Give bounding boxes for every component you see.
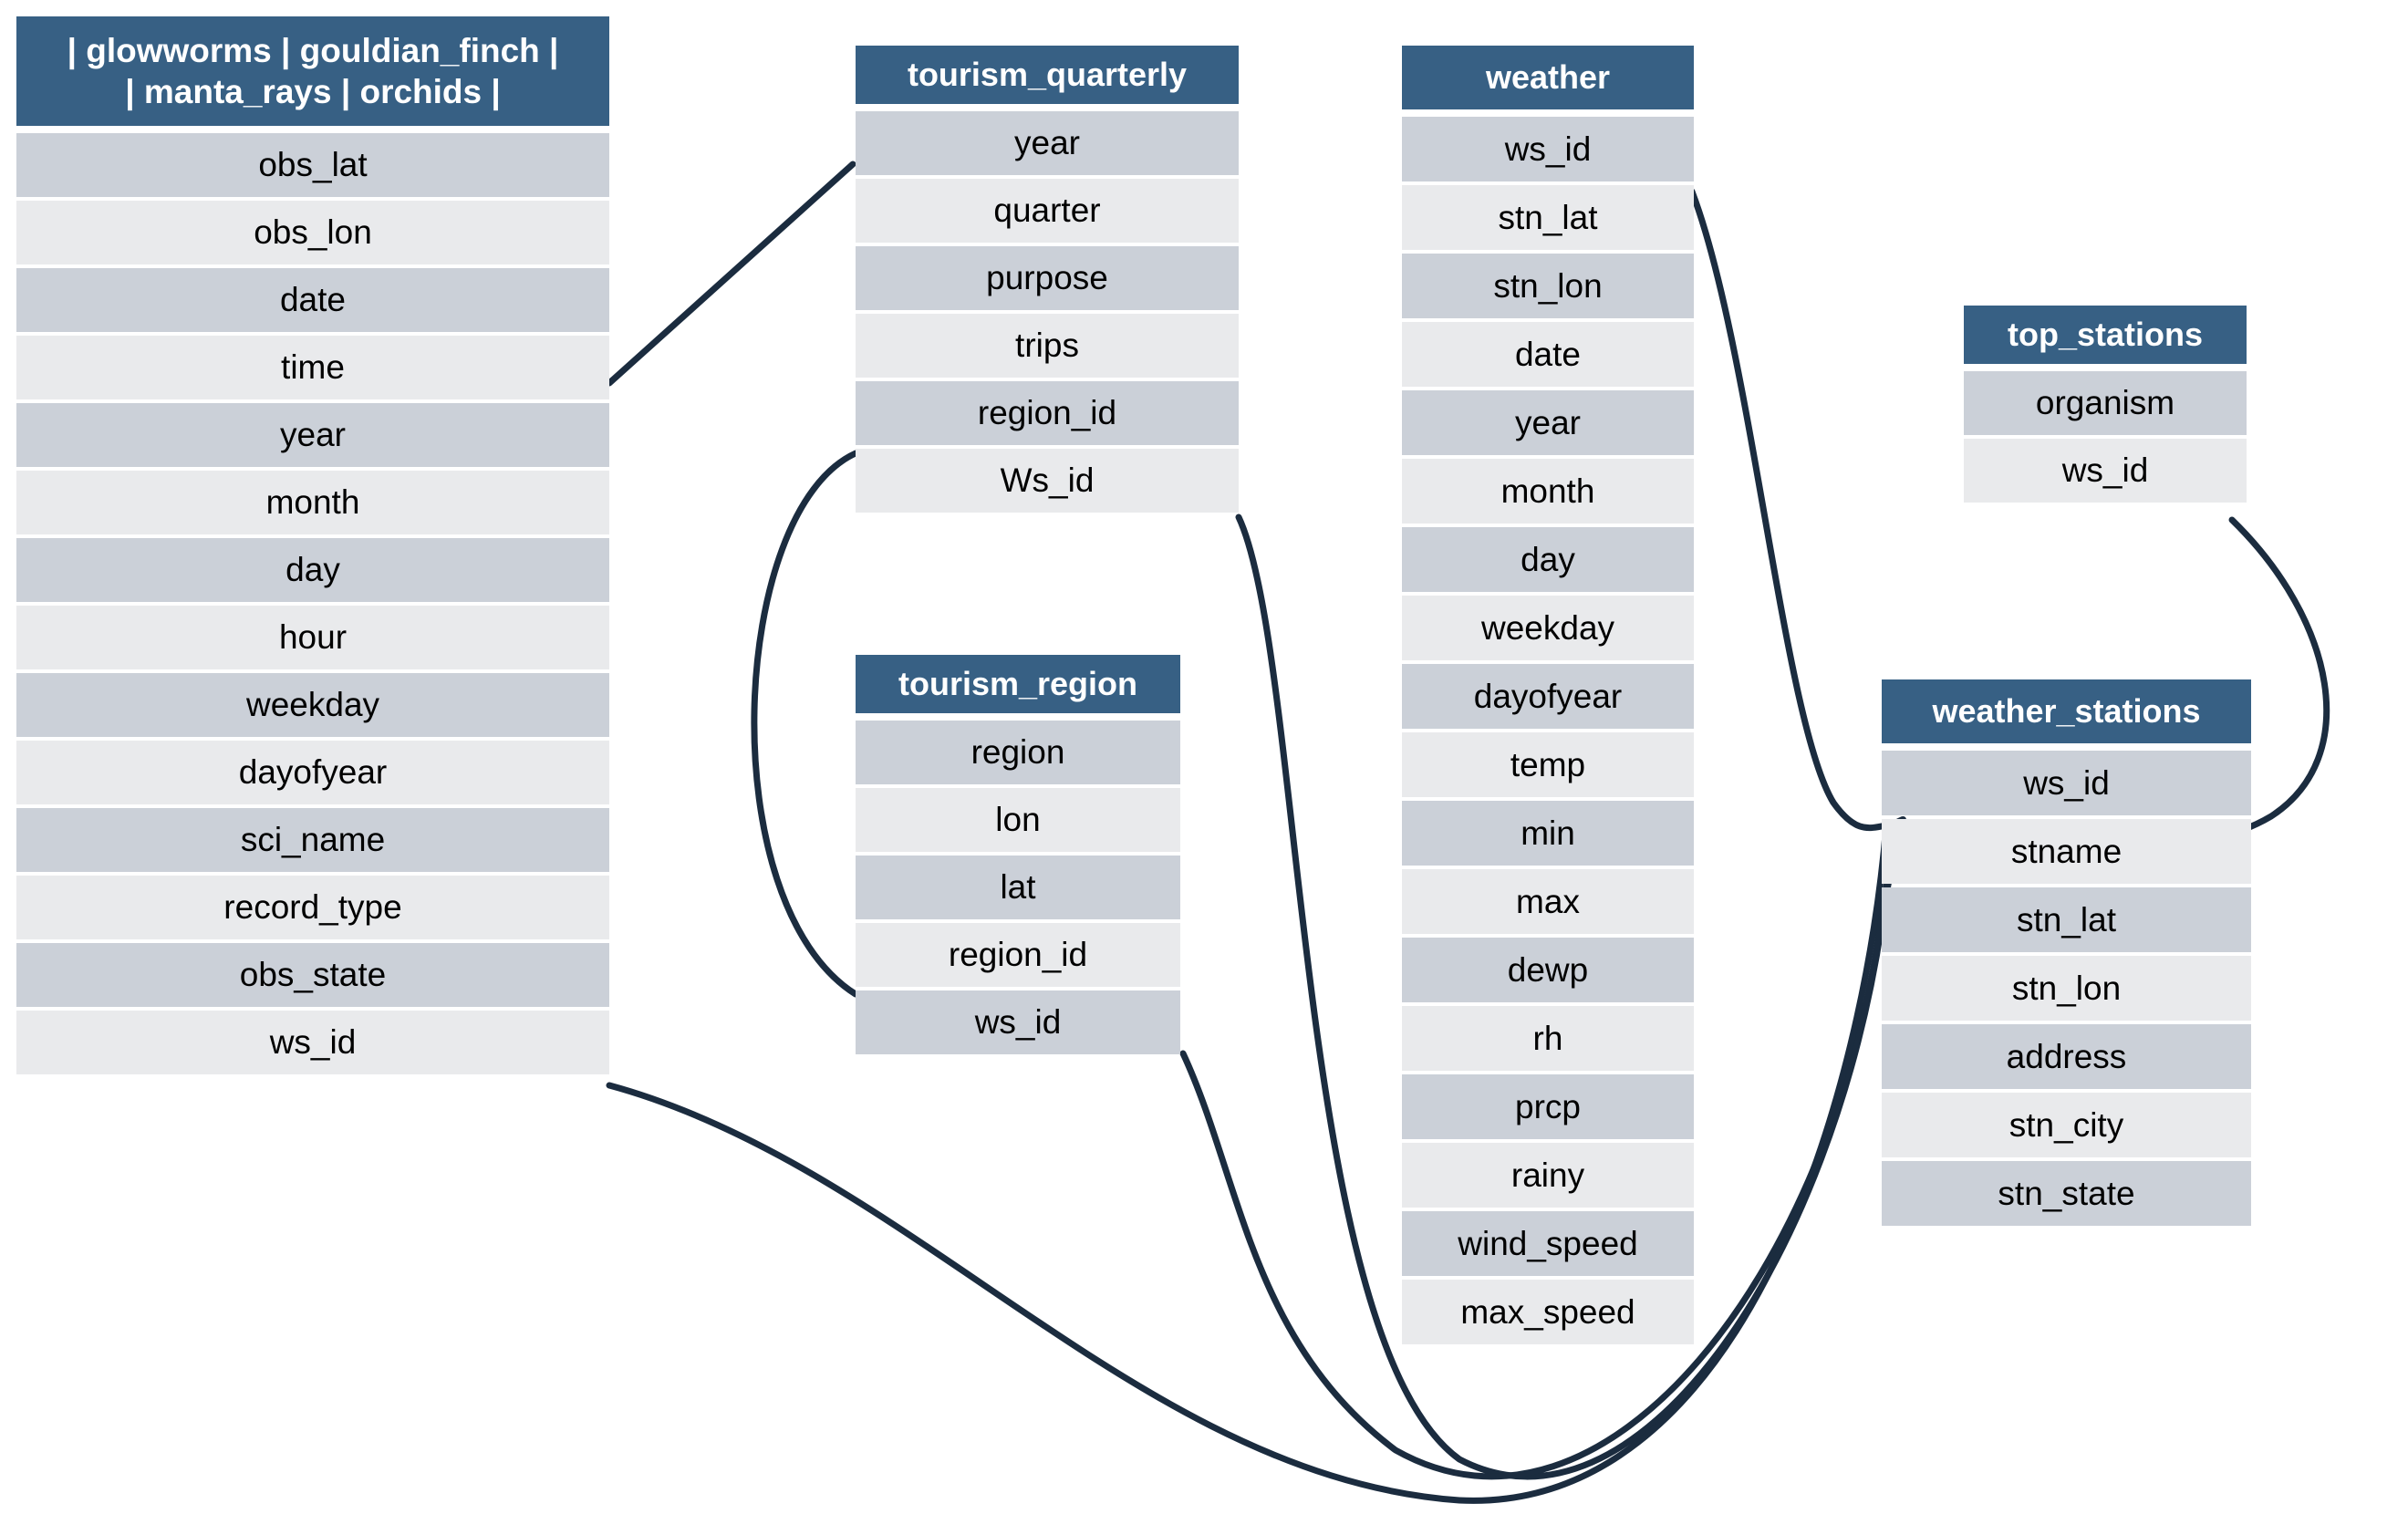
field-row[interactable]: day — [1402, 527, 1694, 592]
field-row[interactable]: obs_state — [16, 943, 609, 1007]
field-row[interactable]: date — [1402, 322, 1694, 387]
field-row[interactable]: organism — [1964, 371, 2247, 435]
table-weather[interactable]: weather ws_id stn_lat stn_lon date year … — [1402, 46, 1694, 1344]
field-row[interactable]: day — [16, 538, 609, 602]
link-organisms-wsid-to-weather-stations — [606, 822, 1890, 1504]
field-row[interactable]: rainy — [1402, 1143, 1694, 1208]
table-organisms[interactable]: | glowworms | gouldian_finch | | manta_r… — [16, 16, 609, 1074]
header-spacer — [1402, 109, 1694, 117]
table-organisms-title-line1: | glowworms | gouldian_finch | — [67, 31, 559, 69]
table-organisms-header: | glowworms | gouldian_finch | | manta_r… — [16, 16, 609, 126]
table-tourism-quarterly-title: tourism_quarterly — [907, 56, 1188, 94]
field-row[interactable]: stn_state — [1882, 1161, 2251, 1226]
field-row[interactable]: time — [16, 336, 609, 399]
table-top-stations-header: top_stations — [1964, 306, 2247, 364]
table-weather-title: weather — [1485, 58, 1611, 97]
field-row[interactable]: trips — [856, 314, 1239, 378]
field-row[interactable]: region_id — [856, 923, 1180, 987]
field-row[interactable]: date — [16, 268, 609, 332]
field-row[interactable]: min — [1402, 801, 1694, 866]
header-spacer — [16, 126, 609, 133]
table-tourism-region-header: tourism_region — [856, 655, 1180, 713]
field-row[interactable]: year — [856, 111, 1239, 175]
field-row[interactable]: stn_lon — [1882, 956, 2251, 1021]
field-row[interactable]: ws_id — [1402, 117, 1694, 181]
table-tourism-quarterly-header: tourism_quarterly — [856, 46, 1239, 104]
field-row[interactable]: prcp — [1402, 1074, 1694, 1139]
field-row[interactable]: max_speed — [1402, 1280, 1694, 1344]
table-weather-stations-fields: ws_id stname stn_lat stn_lon address stn… — [1882, 751, 2251, 1226]
table-weather-fields: ws_id stn_lat stn_lon date year month da… — [1402, 117, 1694, 1344]
link-tourism-quarterly-region-to-tourism-region — [751, 450, 859, 998]
field-row[interactable]: quarter — [856, 179, 1239, 243]
header-spacer — [856, 713, 1180, 721]
table-tourism-region-fields: region lon lat region_id ws_id — [856, 721, 1180, 1054]
field-row[interactable]: dewp — [1402, 938, 1694, 1002]
field-row[interactable]: sci_name — [16, 808, 609, 872]
header-spacer — [1882, 743, 2251, 751]
field-row[interactable]: wind_speed — [1402, 1211, 1694, 1276]
field-row[interactable]: region_id — [856, 381, 1239, 445]
field-row[interactable]: ws_id — [1882, 751, 2251, 815]
table-organisms-title-line2: | manta_rays | orchids | — [125, 73, 501, 110]
field-row[interactable]: ws_id — [16, 1011, 609, 1074]
field-row[interactable]: dayofyear — [1402, 664, 1694, 729]
field-row[interactable]: stn_lon — [1402, 254, 1694, 318]
table-weather-stations[interactable]: weather_stations ws_id stname stn_lat st… — [1882, 679, 2251, 1226]
field-row[interactable]: lat — [856, 856, 1180, 919]
field-row[interactable]: stname — [1882, 819, 2251, 884]
field-row[interactable]: rh — [1402, 1006, 1694, 1071]
field-row[interactable]: weekday — [16, 673, 609, 737]
field-row[interactable]: record_type — [16, 876, 609, 939]
field-row[interactable]: dayofyear — [16, 741, 609, 804]
field-row[interactable]: month — [16, 471, 609, 534]
field-row[interactable]: year — [16, 403, 609, 467]
table-top-stations-title: top_stations — [2007, 316, 2203, 354]
table-tourism-quarterly[interactable]: tourism_quarterly year quarter purpose t… — [856, 46, 1239, 513]
field-row[interactable]: year — [1402, 390, 1694, 455]
table-tourism-quarterly-fields: year quarter purpose trips region_id Ws_… — [856, 111, 1239, 513]
table-tourism-region[interactable]: tourism_region region lon lat region_id … — [856, 655, 1180, 1054]
field-row[interactable]: stn_city — [1882, 1093, 2251, 1157]
field-row[interactable]: hour — [16, 606, 609, 669]
field-row[interactable]: temp — [1402, 732, 1694, 797]
header-spacer — [1964, 364, 2247, 371]
table-organisms-fields: obs_lat obs_lon date time year month day… — [16, 133, 609, 1074]
header-spacer — [856, 104, 1239, 111]
link-organisms-time-to-tourism-quarterly-year — [606, 161, 856, 387]
link-weather-wsid-to-weather-stations — [1688, 188, 1890, 832]
field-row[interactable]: obs_lat — [16, 133, 609, 197]
field-row[interactable]: month — [1402, 459, 1694, 524]
table-tourism-region-title: tourism_region — [898, 665, 1138, 703]
field-row[interactable]: lon — [856, 788, 1180, 852]
table-top-stations-fields: organism ws_id — [1964, 371, 2247, 503]
field-row[interactable]: Ws_id — [856, 449, 1239, 513]
field-row[interactable]: obs_lon — [16, 201, 609, 264]
field-row[interactable]: purpose — [856, 246, 1239, 310]
field-row[interactable]: region — [856, 721, 1180, 784]
field-row[interactable]: stn_lat — [1882, 887, 2251, 952]
table-top-stations[interactable]: top_stations organism ws_id — [1964, 306, 2247, 503]
table-weather-stations-title: weather_stations — [1932, 692, 2201, 731]
field-row[interactable]: weekday — [1402, 596, 1694, 660]
table-weather-stations-header: weather_stations — [1882, 679, 2251, 743]
field-row[interactable]: ws_id — [1964, 439, 2247, 503]
table-weather-header: weather — [1402, 46, 1694, 109]
field-row[interactable]: address — [1882, 1024, 2251, 1089]
field-row[interactable]: max — [1402, 869, 1694, 934]
field-row[interactable]: ws_id — [856, 990, 1180, 1054]
field-row[interactable]: stn_lat — [1402, 185, 1694, 250]
